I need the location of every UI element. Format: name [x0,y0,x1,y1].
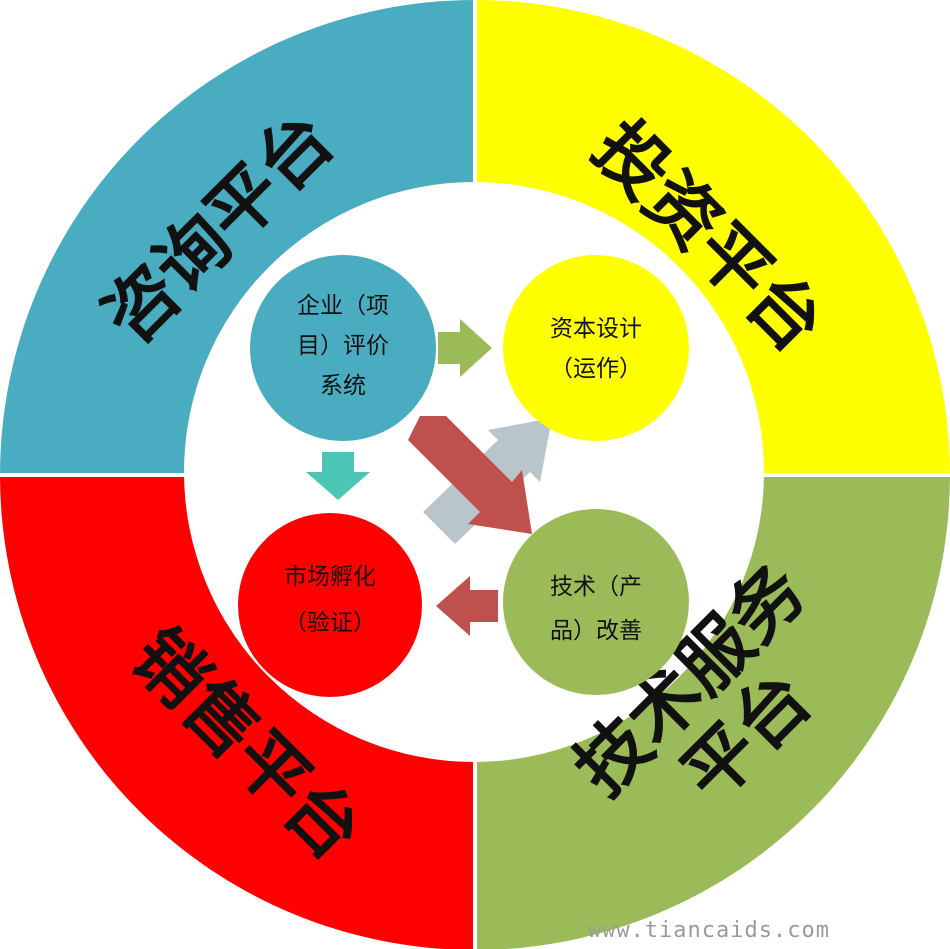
capital-line2: （运作） [550,356,642,382]
node-market-text: 市场孵化 （验证） [284,564,376,636]
tech-improve-line2: 品）改善 [550,618,642,644]
market-line1: 市场孵化 [284,564,376,590]
arrow-tech-to-market [436,576,498,636]
arrow-eval-to-market [306,452,370,500]
node-tech-improve-text: 技术（产 品）改善 [550,574,642,644]
node-capital-text: 资本设计 （运作） [550,316,642,382]
capital-line1: 资本设计 [550,316,642,342]
arrow-eval-to-tech [408,416,532,534]
tech-improve-line1: 技术（产 [550,574,642,600]
node-capital [503,255,689,441]
evaluation-line3: 系统 [320,373,366,399]
watermark-text: www.tiancaids.com [587,918,830,943]
arrow-eval-to-capital [438,319,492,377]
node-market [238,513,422,697]
node-evaluation [250,255,436,441]
market-line2: （验证） [284,610,376,636]
node-tech-improve [503,509,689,695]
node-evaluation-text: 企业（项 目）评价 系统 [297,293,389,399]
evaluation-line1: 企业（项 [297,293,389,319]
evaluation-line2: 目）评价 [297,333,389,359]
